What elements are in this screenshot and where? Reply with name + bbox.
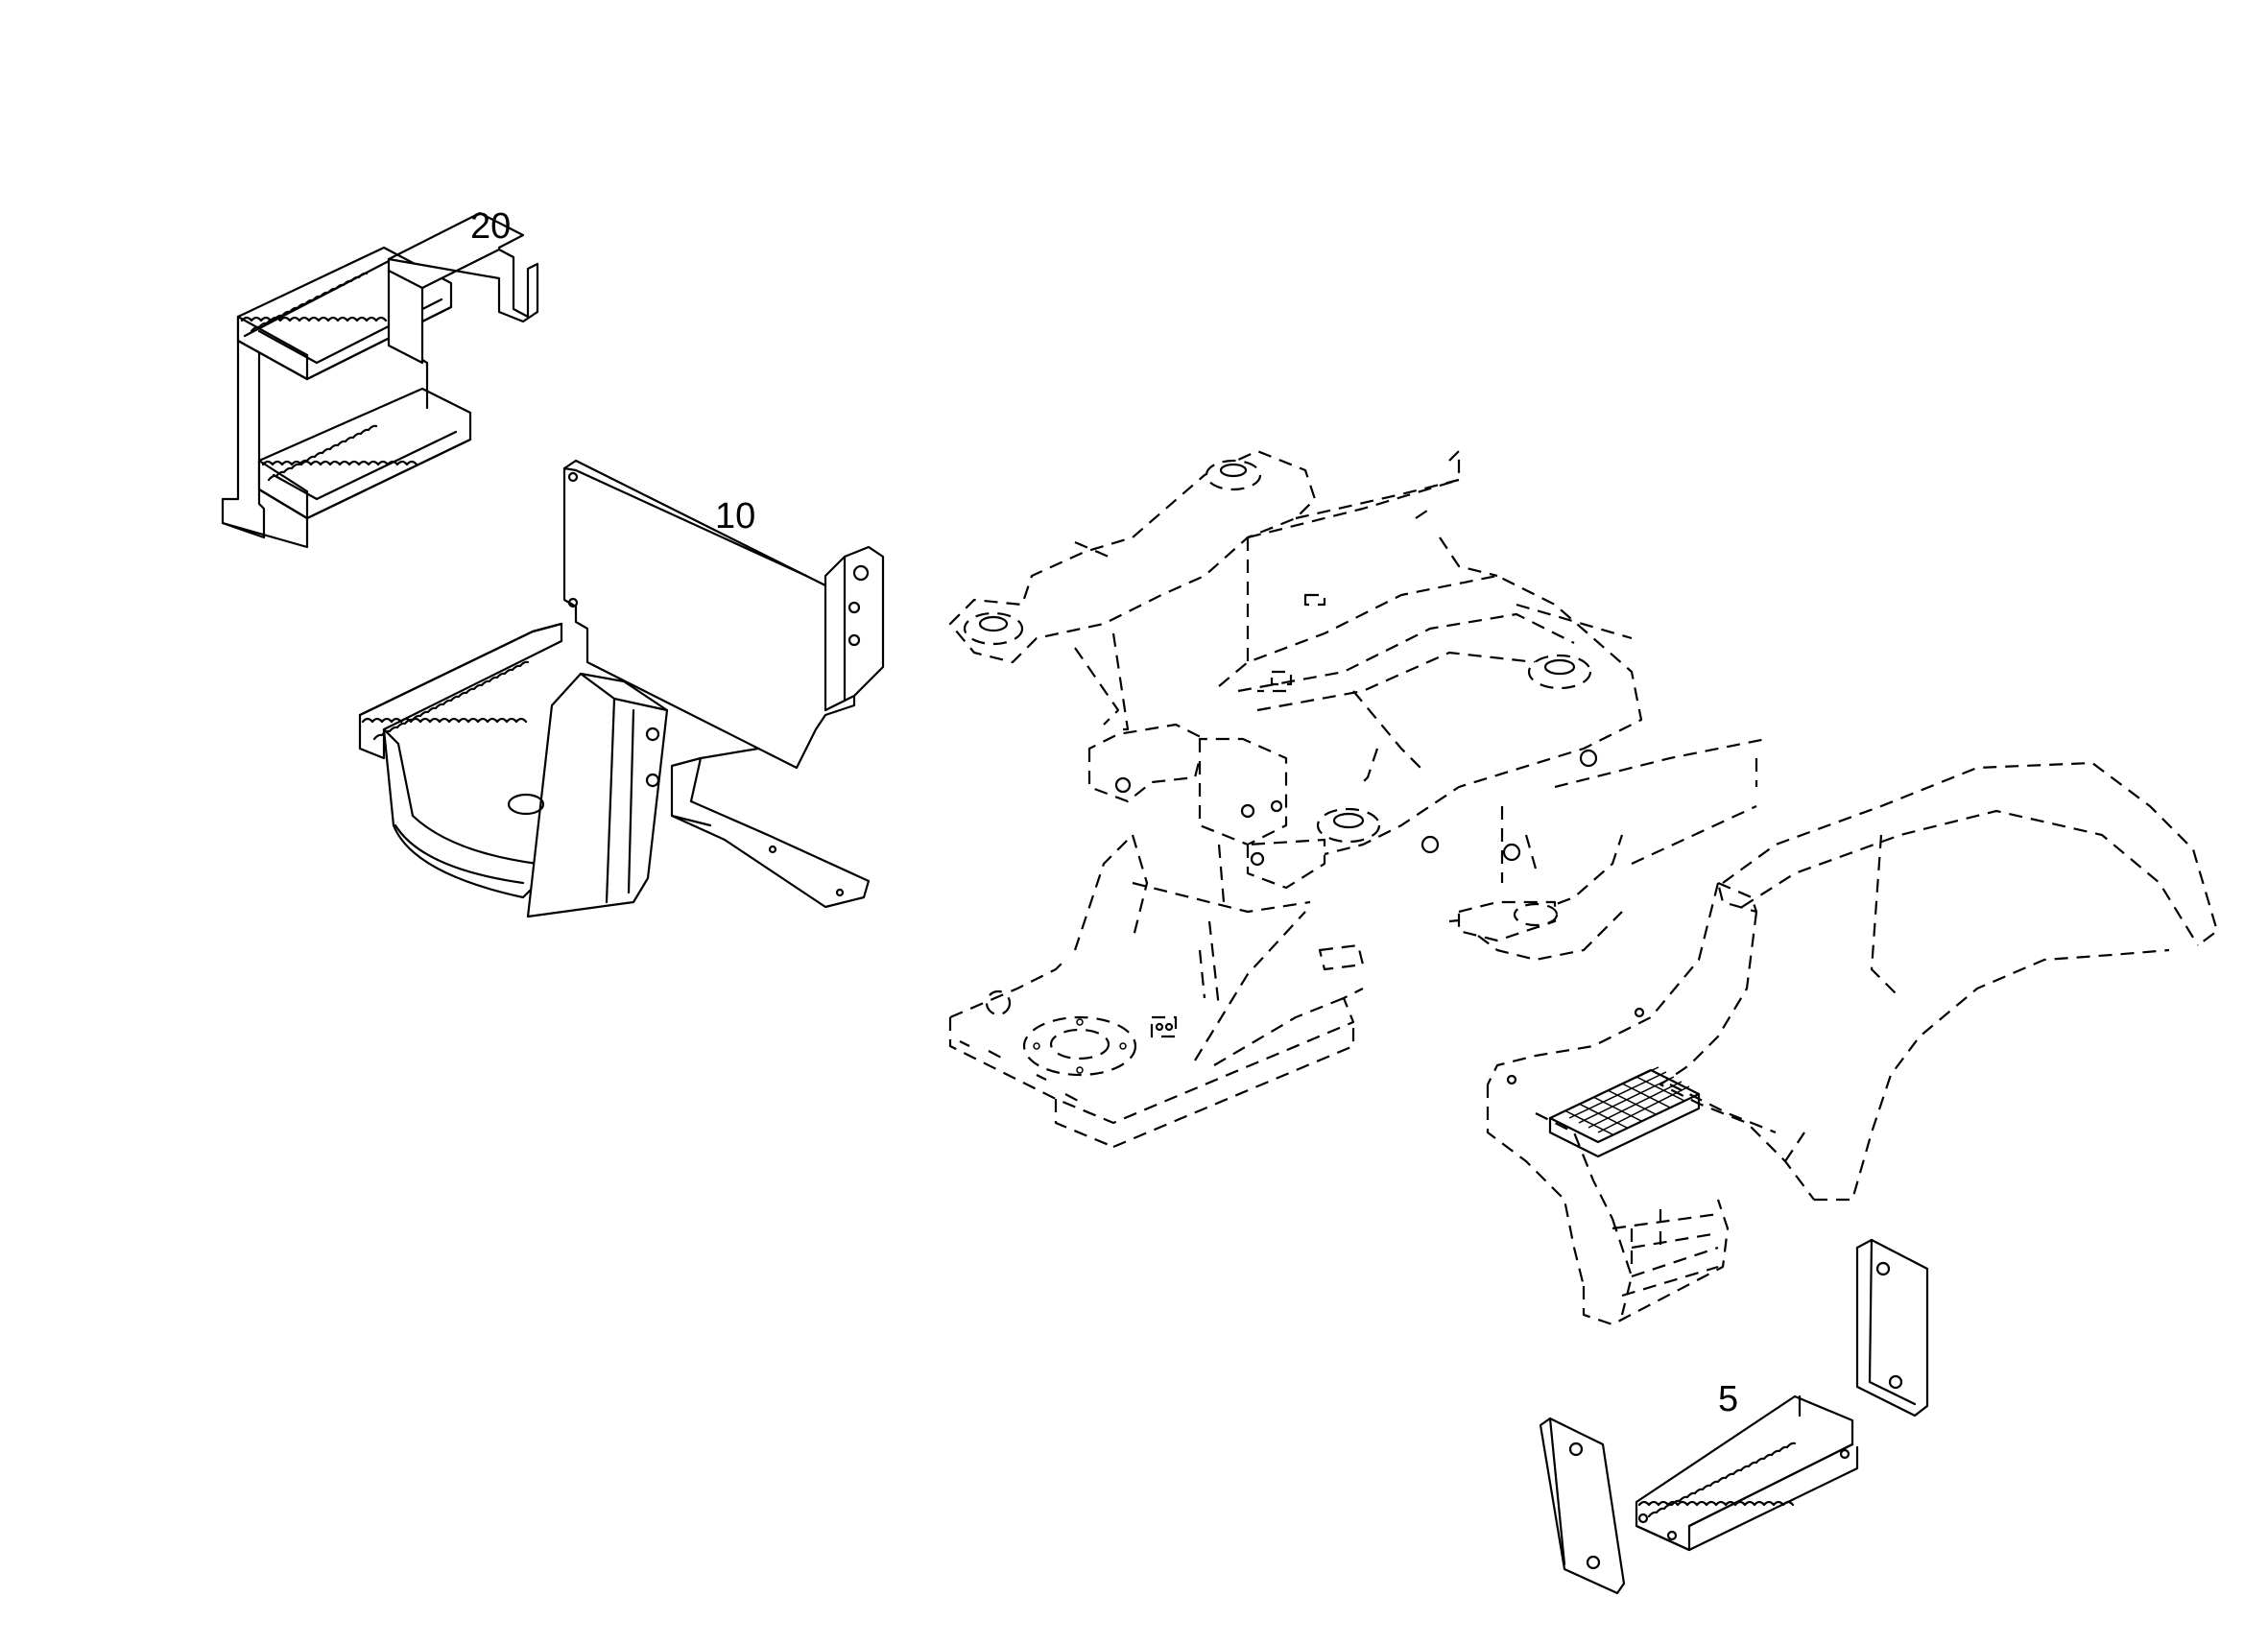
chassis-frame-phantom [948, 449, 1767, 1149]
callout-20: 20 [470, 206, 511, 247]
callout-5: 5 [1718, 1379, 1738, 1419]
fender-step-grating [1548, 1066, 1701, 1158]
part-20-double-step [221, 211, 539, 549]
part-10-step-bracket [358, 459, 885, 918]
fender-phantom [1486, 761, 2219, 1326]
callout-10: 10 [715, 496, 755, 536]
part-5-single-step [1539, 1238, 1929, 1595]
